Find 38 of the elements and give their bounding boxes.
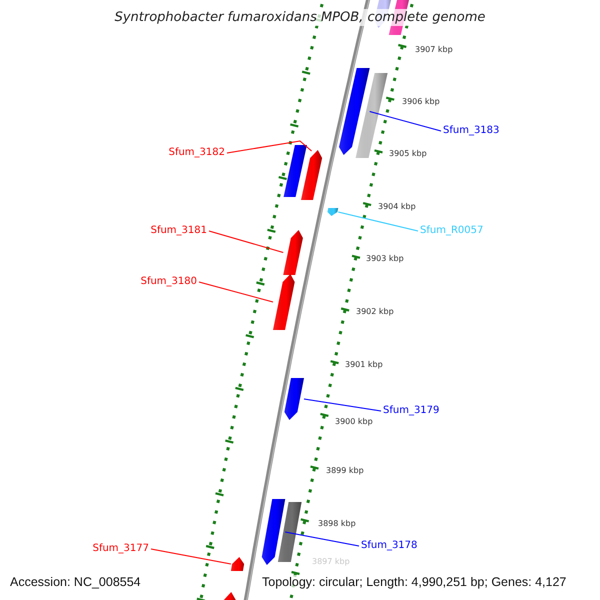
position-tick-label: 3899 kbp bbox=[326, 466, 364, 476]
gene-label: Sfum_3178 bbox=[361, 540, 418, 552]
leader-line bbox=[338, 212, 418, 232]
position-tick-label: 3903 kbp bbox=[366, 254, 404, 264]
leader-line bbox=[150, 548, 232, 564]
gene-block bbox=[273, 274, 295, 330]
gene-block bbox=[230, 557, 244, 571]
gene-block bbox=[327, 208, 338, 216]
leader-line bbox=[284, 532, 360, 546]
gene-block bbox=[284, 145, 307, 197]
leader-line bbox=[226, 140, 312, 154]
position-tick-label: 3900 kbp bbox=[335, 417, 373, 427]
position-tick-label: 3904 kbp bbox=[378, 202, 416, 212]
gene-label: Sfum_3181 bbox=[150, 225, 207, 237]
gene-block bbox=[222, 592, 236, 600]
gene-label: Sfum_3183 bbox=[443, 125, 500, 137]
leader-line bbox=[369, 111, 442, 132]
gene-block bbox=[356, 73, 388, 158]
position-tick-label: 3905 kbp bbox=[389, 149, 427, 159]
position-tick-label: 3907 kbp bbox=[415, 45, 453, 55]
position-tick-label: 3906 kbp bbox=[402, 97, 440, 107]
genome-info-text: Accession: NC_008554 bbox=[10, 575, 141, 590]
gene-label: Sfum_3182 bbox=[168, 147, 225, 159]
leader-line bbox=[304, 398, 382, 412]
position-tick-label: 3901 kbp bbox=[345, 360, 383, 370]
genome-info-text: Topology: circular; Length: 4,990,251 bp; Genes: 4,127 bbox=[262, 575, 566, 590]
position-tick-label: 3902 kbp bbox=[356, 307, 394, 317]
leader-line bbox=[198, 282, 274, 302]
gene-label: Sfum_3180 bbox=[140, 276, 197, 288]
gene-label: Sfum_3179 bbox=[383, 405, 440, 417]
gene-label: Sfum_R0057 bbox=[420, 225, 484, 237]
gene-block bbox=[301, 150, 322, 200]
gene-block bbox=[283, 230, 303, 275]
leader-line bbox=[208, 230, 284, 253]
gene-block bbox=[284, 378, 304, 420]
gene-block bbox=[278, 502, 302, 562]
gene-label: Sfum_3177 bbox=[92, 543, 149, 555]
position-tick-label: 3898 kbp bbox=[318, 519, 356, 529]
